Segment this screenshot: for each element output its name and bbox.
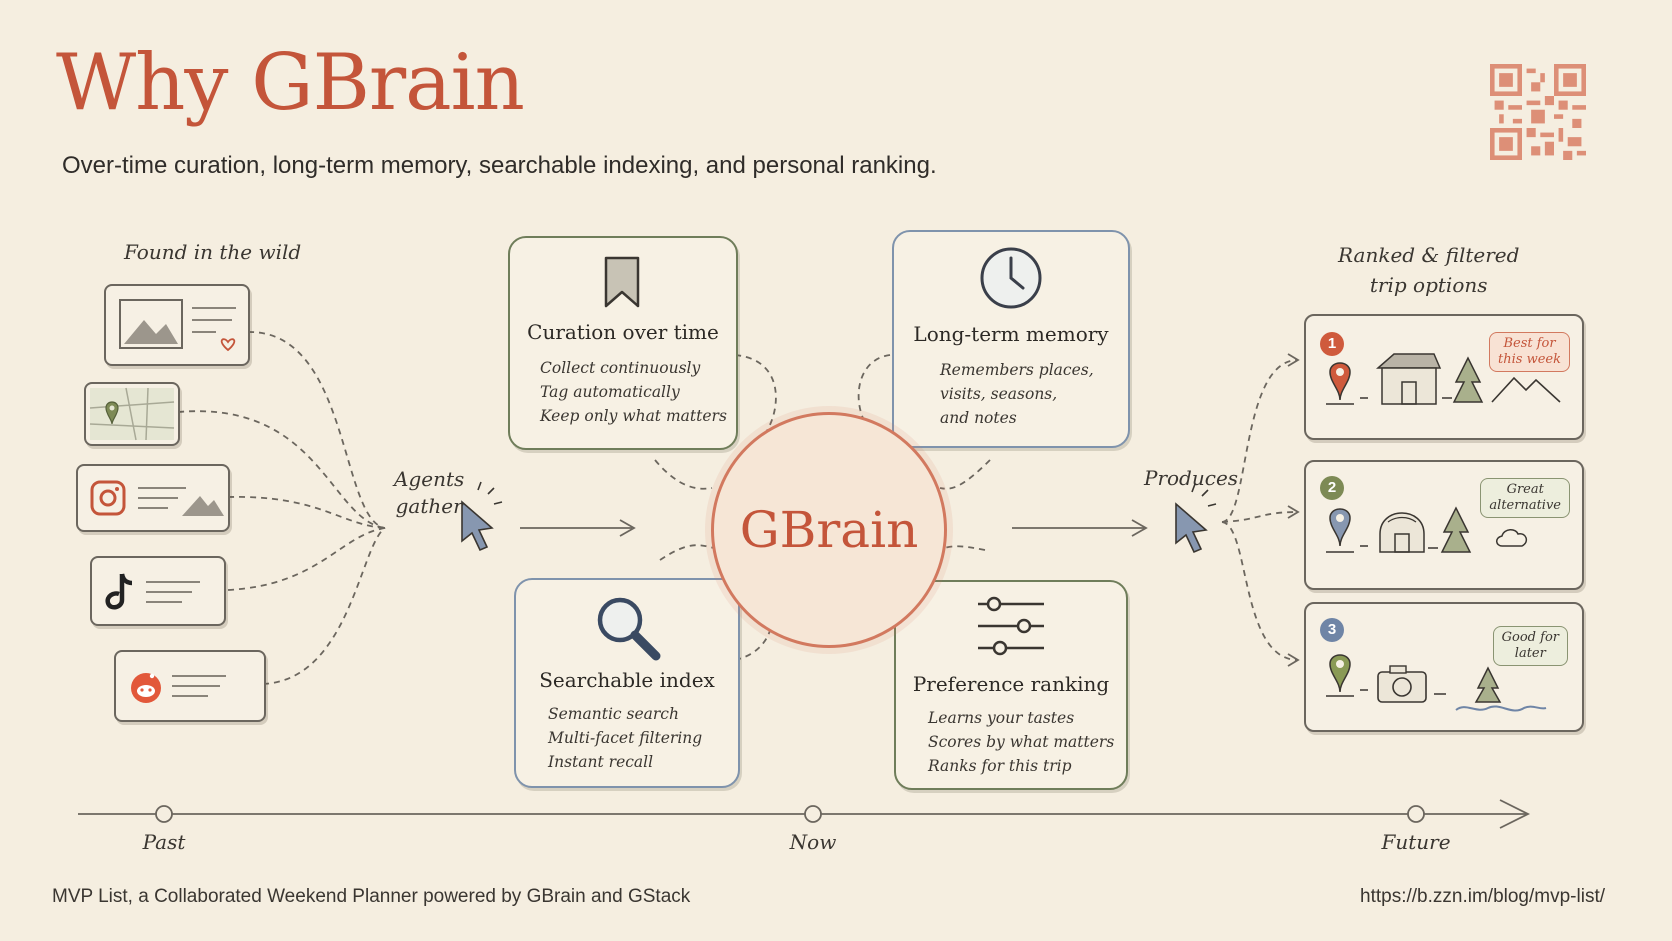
ranking-item: Learns your tastes (928, 709, 1075, 727)
search-title: Searchable index (539, 668, 715, 692)
footer-credit: MVP List, a Collaborated Weekend Planner… (52, 886, 691, 907)
trip-option-2[interactable]: 2 Great alternative (1304, 460, 1584, 590)
option-tag: Great alternative (1480, 478, 1570, 518)
source-card-map[interactable] (84, 382, 180, 446)
image-heart-icon (119, 299, 236, 352)
memory-title: Long-term memory (913, 322, 1109, 346)
page-title: Why GBrain (56, 38, 525, 128)
timeline-future: Future (1381, 830, 1451, 854)
rank-badge: 2 (1320, 476, 1344, 500)
bookmark-icon (604, 256, 640, 308)
clock-icon (980, 247, 1042, 309)
hub-label: GBrain (739, 501, 919, 559)
output-cursor-icon (1175, 483, 1217, 554)
sliders-icon (978, 596, 1044, 656)
instagram-icon (90, 480, 224, 516)
option-tag: Good for later (1492, 626, 1568, 666)
trip-option-1[interactable]: 1 Best for this week (1304, 314, 1584, 440)
rank-badge: 1 (1320, 332, 1344, 356)
outputs-label: Ranked & filtered trip options (1338, 243, 1520, 297)
curation-title: Curation over time (527, 320, 719, 344)
ranking-item: Scores by what matters (928, 733, 1115, 751)
source-card-instagram[interactable] (76, 464, 230, 532)
memory-item: and notes (940, 409, 1017, 427)
magnifier-icon (597, 597, 661, 661)
agents-gather-label: Agents gather (394, 467, 465, 518)
ranking-title: Preference ranking (912, 672, 1110, 696)
trip-illustration-icon (1326, 353, 1561, 405)
curation-item: Keep only what matters (540, 407, 727, 425)
curation-card: Curation over time Collect continuously … (508, 236, 738, 450)
curation-item: Tag automatically (540, 383, 680, 401)
search-card: Searchable index Semantic search Multi-f… (514, 578, 740, 788)
memory-card: Long-term memory Remembers places, visit… (892, 230, 1130, 448)
search-item: Semantic search (548, 705, 679, 723)
source-card-reddit[interactable] (114, 650, 266, 722)
memory-item: visits, seasons, (940, 385, 1058, 403)
trip-illustration-icon (1326, 506, 1528, 553)
option-tag: Best for this week (1489, 332, 1570, 372)
produces-label: Produces (1144, 466, 1239, 490)
footer-url[interactable]: https://b.zzn.im/blog/mvp-list/ (1360, 886, 1605, 907)
trip-option-3[interactable]: 3 Good for later (1304, 602, 1584, 732)
reddit-icon (131, 673, 226, 703)
search-item: Multi-facet filtering (548, 729, 703, 747)
timeline-now: Now (789, 830, 837, 854)
map-pin-icon (89, 387, 175, 441)
memory-item: Remembers places, (940, 361, 1094, 379)
tiktok-icon (105, 573, 200, 610)
source-card-image[interactable] (104, 284, 250, 366)
page-subtitle: Over-time curation, long-term memory, se… (62, 152, 937, 179)
gbrain-hub: GBrain (711, 412, 947, 648)
curation-item: Collect continuously (540, 359, 701, 377)
qr-code-icon[interactable] (1490, 64, 1586, 160)
ranking-item: Ranks for this trip (928, 757, 1072, 775)
search-item: Instant recall (548, 753, 654, 771)
agent-cursor-icon (461, 481, 503, 552)
source-card-tiktok[interactable] (90, 556, 226, 626)
sources-label: Found in the wild (124, 240, 302, 264)
ranking-card: Preference ranking Learns your tastes Sc… (894, 580, 1128, 790)
trip-illustration-icon (1326, 654, 1547, 712)
rank-badge: 3 (1320, 618, 1344, 642)
timeline-past: Past (142, 830, 186, 854)
